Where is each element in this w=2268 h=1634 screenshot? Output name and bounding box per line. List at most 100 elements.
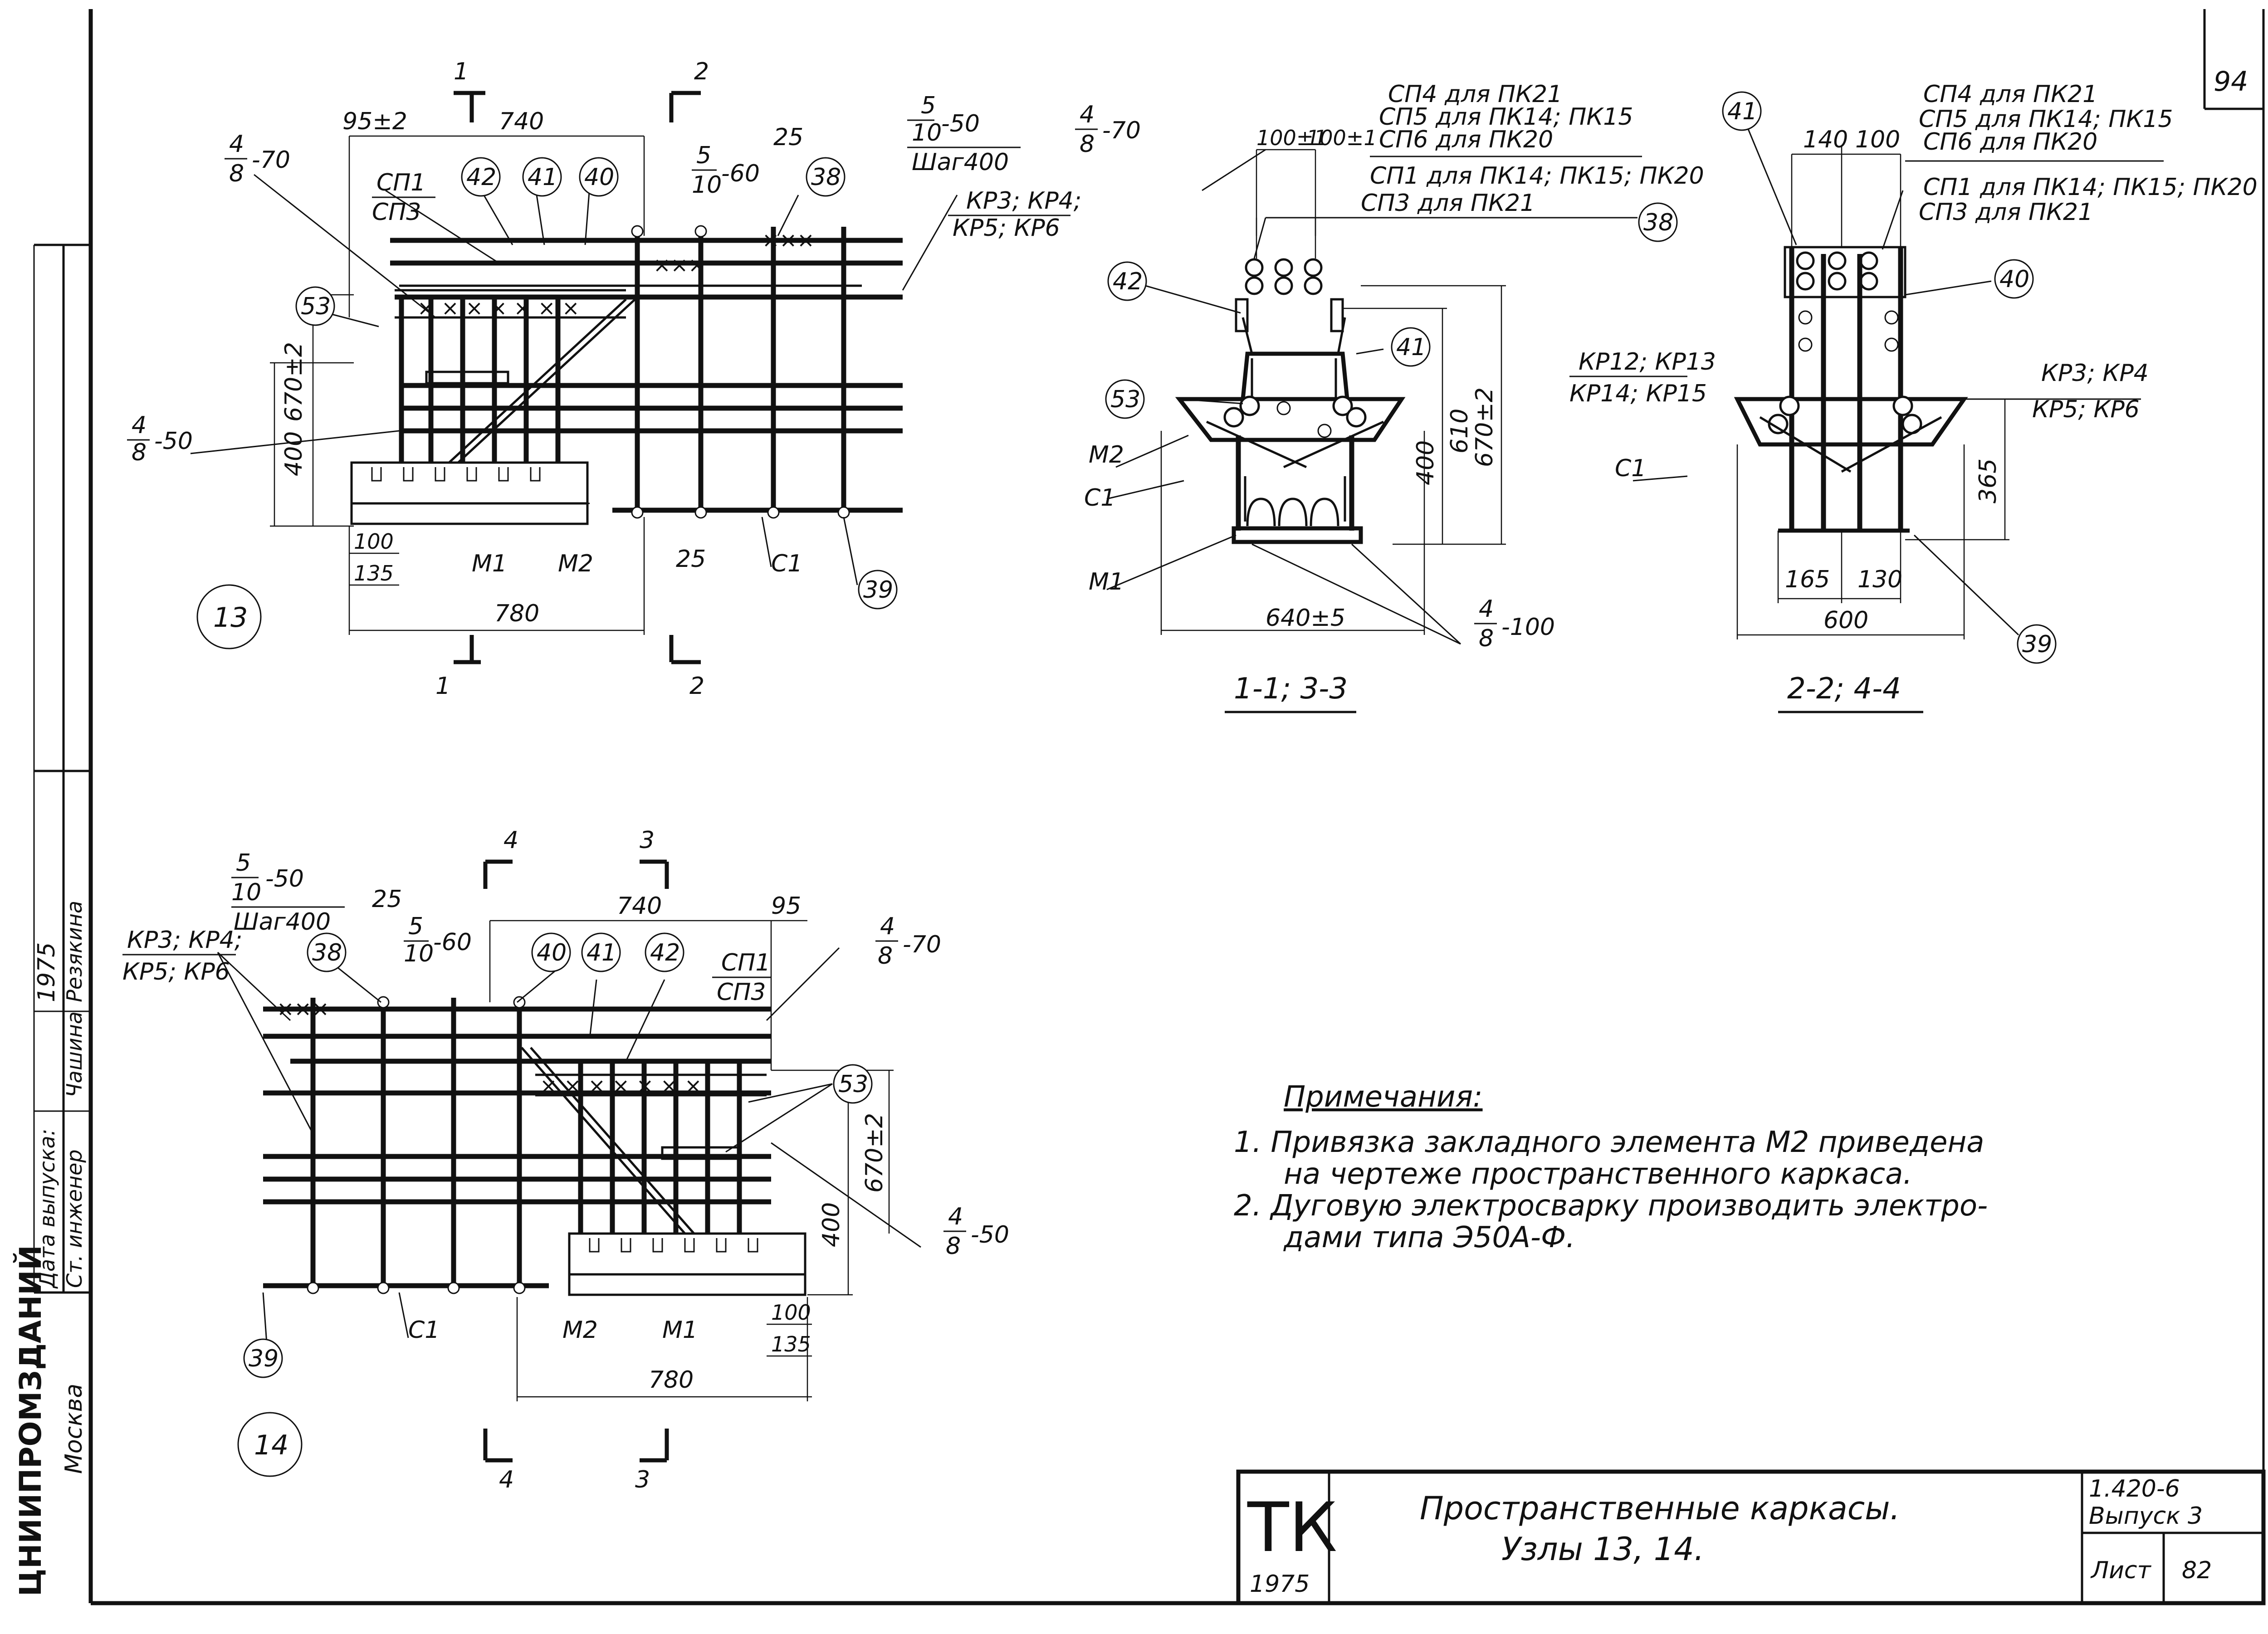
title-line-1: Пространственные каркасы. [1420,1490,1900,1527]
section-2-2-kr5: КР5; КР6 [2032,396,2140,423]
weld-d-len: -50 [941,110,980,137]
strip-org-city: Москва [60,1384,88,1474]
svg-text:×××: ××× [277,996,329,1021]
node-14-kr-2: КР5; КР6 [122,958,230,985]
strip-org-name: ЦНИИПРОМЗДАНИЙ [13,1245,48,1596]
node-13-callout-40: 40 [584,164,614,191]
section-1-1-callout-42: 42 [1113,268,1143,295]
strip-position-1: Ст. инженер [62,1150,87,1288]
section-1-1-sp5: СП5 для ПК14; ПК15 [1379,103,1633,131]
weld-c-den: 10 [692,171,722,199]
node-13-dim-25-top: 25 [773,124,803,151]
node-14-dim-400: 400 [818,1202,845,1247]
node-13-callout-42: 42 [466,164,496,191]
section-2-2-dim-130: 130 [1857,566,1902,593]
stamp-tk: ТК [1247,1488,1337,1567]
node-13-dim-740: 740 [499,108,544,135]
weld-b-den: 10 [404,940,434,967]
weld-c-num: 5 [696,142,711,169]
section-1-1-weld-bottom: 4 8 -100 [1474,595,1555,652]
node-13-sp1: СП1 [376,169,426,196]
section-1-1-kr12: КР12; КР13 [1579,348,1716,376]
left-stamp-strip [33,244,91,1294]
section-1-1-callout-41: 41 [1396,334,1426,361]
section-2-2-title: 2-2; 4-4 [1787,672,1901,706]
node-13-dim-400: 400 [280,431,308,476]
section-1-1-sp6: СП6 для ПК20 [1379,126,1553,153]
node-13-callout-41: 41 [528,164,557,191]
node-13-callout-39: 39 [863,576,893,604]
section-2-2-drawing [1734,124,2141,713]
weld-b-num: 5 [408,913,423,940]
section-2-2-sp6: СП6 для ПК20 [1923,128,2097,156]
node-14-dim-780: 780 [649,1366,694,1394]
section-2-2-callout-39: 39 [2022,631,2052,658]
section-1-1-drawing [1106,149,1688,713]
note-1-line-1: 1. Привязка закладного элемента М2 приве… [1234,1126,1984,1159]
weld-d-step: Шаг400 [912,149,1009,176]
weld-d-den: 10 [912,119,942,146]
section-1-1-weld-top: 4 8 -70 [1075,101,1141,158]
section-2-2-callouts [1722,91,2057,664]
weld-d-den: 8 [946,1233,961,1260]
node-13-label: 13 [213,602,248,634]
strip-name-1: Чашина [62,1011,87,1097]
section-2-2-sp5: СП5 для ПК14; ПК15 [1919,106,2173,133]
node-13-callouts [196,157,898,649]
node-14-weld-c: 4 8 -70 [875,913,941,970]
node-14-weld-b: 5 10 -60 [404,913,472,967]
weld-a-len: -50 [265,865,304,893]
section-2-2-dim-165: 165 [1785,566,1830,593]
sheet-frame [88,9,2265,1605]
node-13-section-1-top: 1 [454,58,469,85]
section-2-2-dim-600: 600 [1823,607,1868,634]
node-13-dim-780: 780 [494,600,539,627]
svg-text:× × × × × × ×: × × × × × × × [540,1073,702,1098]
stamp-year: 1975 [1250,1571,1310,1598]
node-13-drawing: ××× ××× × × × × × × × [190,91,958,664]
section-1-1-kr14: КР14; КР15 [1569,380,1707,407]
node-13-weld-d: 5 10 -50 Шаг400 [907,92,1021,176]
node-14-section-3-bottom: 3 [635,1466,650,1493]
strip-date-label: Дата выпуска: [35,1129,59,1289]
section-1-1-sp1: СП1 для ПК14; ПК15; ПК20 [1370,162,1704,190]
weld-top-len: -70 [1102,117,1141,144]
weld-bot-len: -100 [1501,614,1555,641]
weld-c-num: 4 [880,913,895,940]
node-13-callout-38: 38 [811,164,841,191]
node-14-dim-670: 670±2 [861,1113,888,1193]
section-1-1-c1: С1 [1084,484,1115,512]
section-1-1-callout-38: 38 [1643,209,1673,236]
node-14-c1: С1 [408,1317,440,1344]
weld-b-den: 8 [132,439,147,466]
node-14-dim-25: 25 [372,886,402,913]
weld-b-num: 4 [132,412,147,439]
node-14-label: 14 [254,1429,288,1461]
node-14-m1: М1 [662,1317,698,1344]
node-14-drawing: ××× × × × × × × × [217,859,921,1463]
section-2-2-kr3: КР3; КР4 [2041,360,2149,387]
node-14-sp1: СП1 [721,949,771,976]
section-1-1-dim-100a: 100±1 [1256,126,1327,150]
node-14-callout-40: 40 [537,939,567,966]
node-14-dim-95: 95 [771,893,801,920]
node-13-m2: М2 [558,550,593,577]
node-14-callout-38: 38 [312,939,342,966]
weld-a-step: Шаг400 [234,908,331,936]
node-14-callout-42: 42 [650,939,680,966]
node-14-callout-39: 39 [249,1345,279,1372]
weld-b-len: -60 [433,929,472,956]
node-14-sp3: СП3 [717,979,766,1006]
section-1-1-m2: М2 [1089,441,1124,468]
node-13-weld-a: 4 8 -70 [225,131,290,187]
node-13-dim-135: 135 [354,561,394,585]
node-14-dim-135: 135 [771,1332,811,1356]
section-2-2-sp4: СП4 для ПК21 [1923,81,2097,108]
svg-text:×××: ××× [762,228,815,252]
node-14-section-4-top: 4 [503,827,518,854]
weld-a-den: 8 [229,160,244,187]
node-13-dim-25-bottom: 25 [676,546,706,573]
weld-b-len: -50 [154,428,193,455]
notes-title: Примечания: [1284,1080,1483,1114]
weld-c-len: -70 [903,931,941,958]
